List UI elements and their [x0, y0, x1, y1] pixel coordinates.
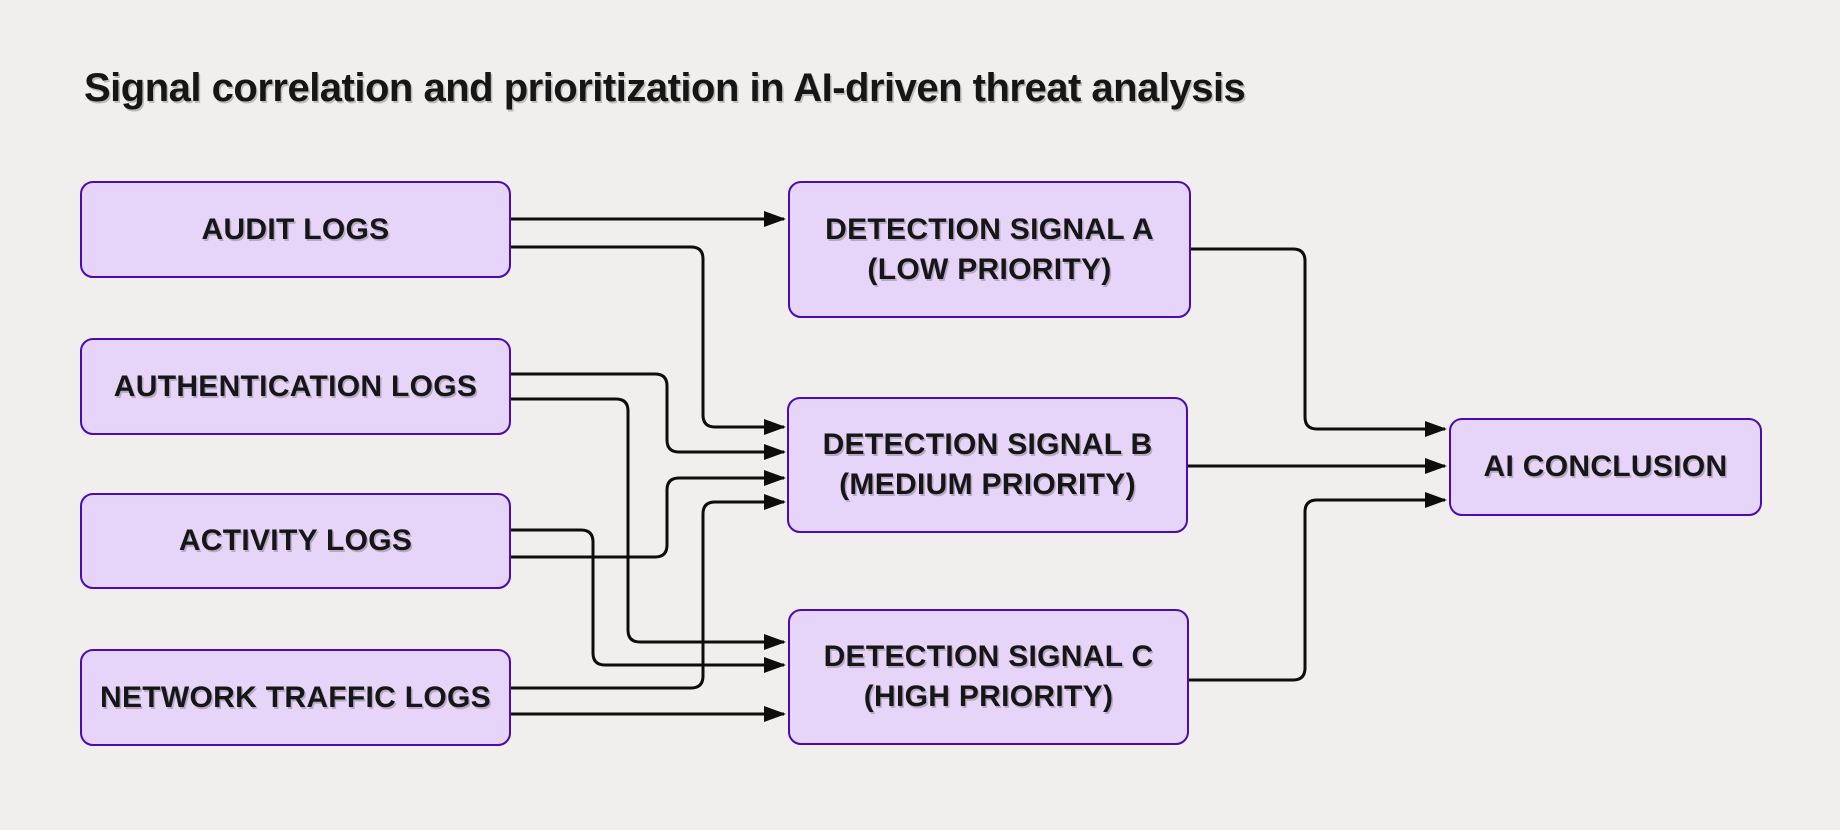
- node-detection-signal-b-line2: (MEDIUM PRIORITY): [839, 468, 1136, 501]
- node-detection-signal-a: DETECTION SIGNAL A (LOW PRIORITY): [788, 181, 1191, 318]
- node-detection-signal-b: DETECTION SIGNAL B (MEDIUM PRIORITY): [787, 397, 1188, 533]
- node-detection-signal-c-line2: (HIGH PRIORITY): [863, 680, 1114, 713]
- edge-audit-to-signal-b: [511, 245, 786, 435]
- edge-network-to-signal-b: [511, 494, 786, 690]
- node-audit-logs-label: AUDIT LOGS: [201, 212, 390, 246]
- edge-activity-to-signal-b: [511, 470, 786, 559]
- node-detection-signal-a-line2: (LOW PRIORITY): [867, 252, 1112, 286]
- node-authentication-logs-label: AUTHENTICATION LOGS: [113, 369, 478, 403]
- edge-signal-c-to-ai: [1189, 492, 1447, 682]
- node-network-traffic-logs-label: NETWORK TRAFFIC LOGS: [100, 680, 491, 714]
- edge-auth-to-signal-b: [511, 372, 786, 460]
- node-detection-signal-c: DETECTION SIGNAL C (HIGH PRIORITY): [788, 609, 1189, 745]
- node-detection-signal-a-line1: DETECTION SIGNAL A: [825, 212, 1154, 246]
- node-detection-signal-c-line1: DETECTION SIGNAL C: [823, 640, 1154, 673]
- node-activity-logs: ACTIVITY LOGS: [80, 493, 511, 589]
- node-ai-conclusion: AI CONCLUSION: [1449, 418, 1762, 516]
- edge-signal-a-to-ai: [1191, 247, 1447, 437]
- edge-activity-to-signal-c: [511, 528, 786, 673]
- node-authentication-logs: AUTHENTICATION LOGS: [80, 338, 511, 435]
- edge-auth-to-signal-c: [511, 397, 786, 650]
- node-ai-conclusion-label: AI CONCLUSION: [1483, 450, 1728, 483]
- page-title: Signal correlation and prioritization in…: [84, 66, 1246, 110]
- node-detection-signal-b-line1: DETECTION SIGNAL B: [822, 428, 1153, 461]
- node-activity-logs-label: ACTIVITY LOGS: [178, 524, 413, 557]
- node-audit-logs: AUDIT LOGS: [80, 181, 511, 278]
- node-network-traffic-logs: NETWORK TRAFFIC LOGS: [80, 649, 511, 746]
